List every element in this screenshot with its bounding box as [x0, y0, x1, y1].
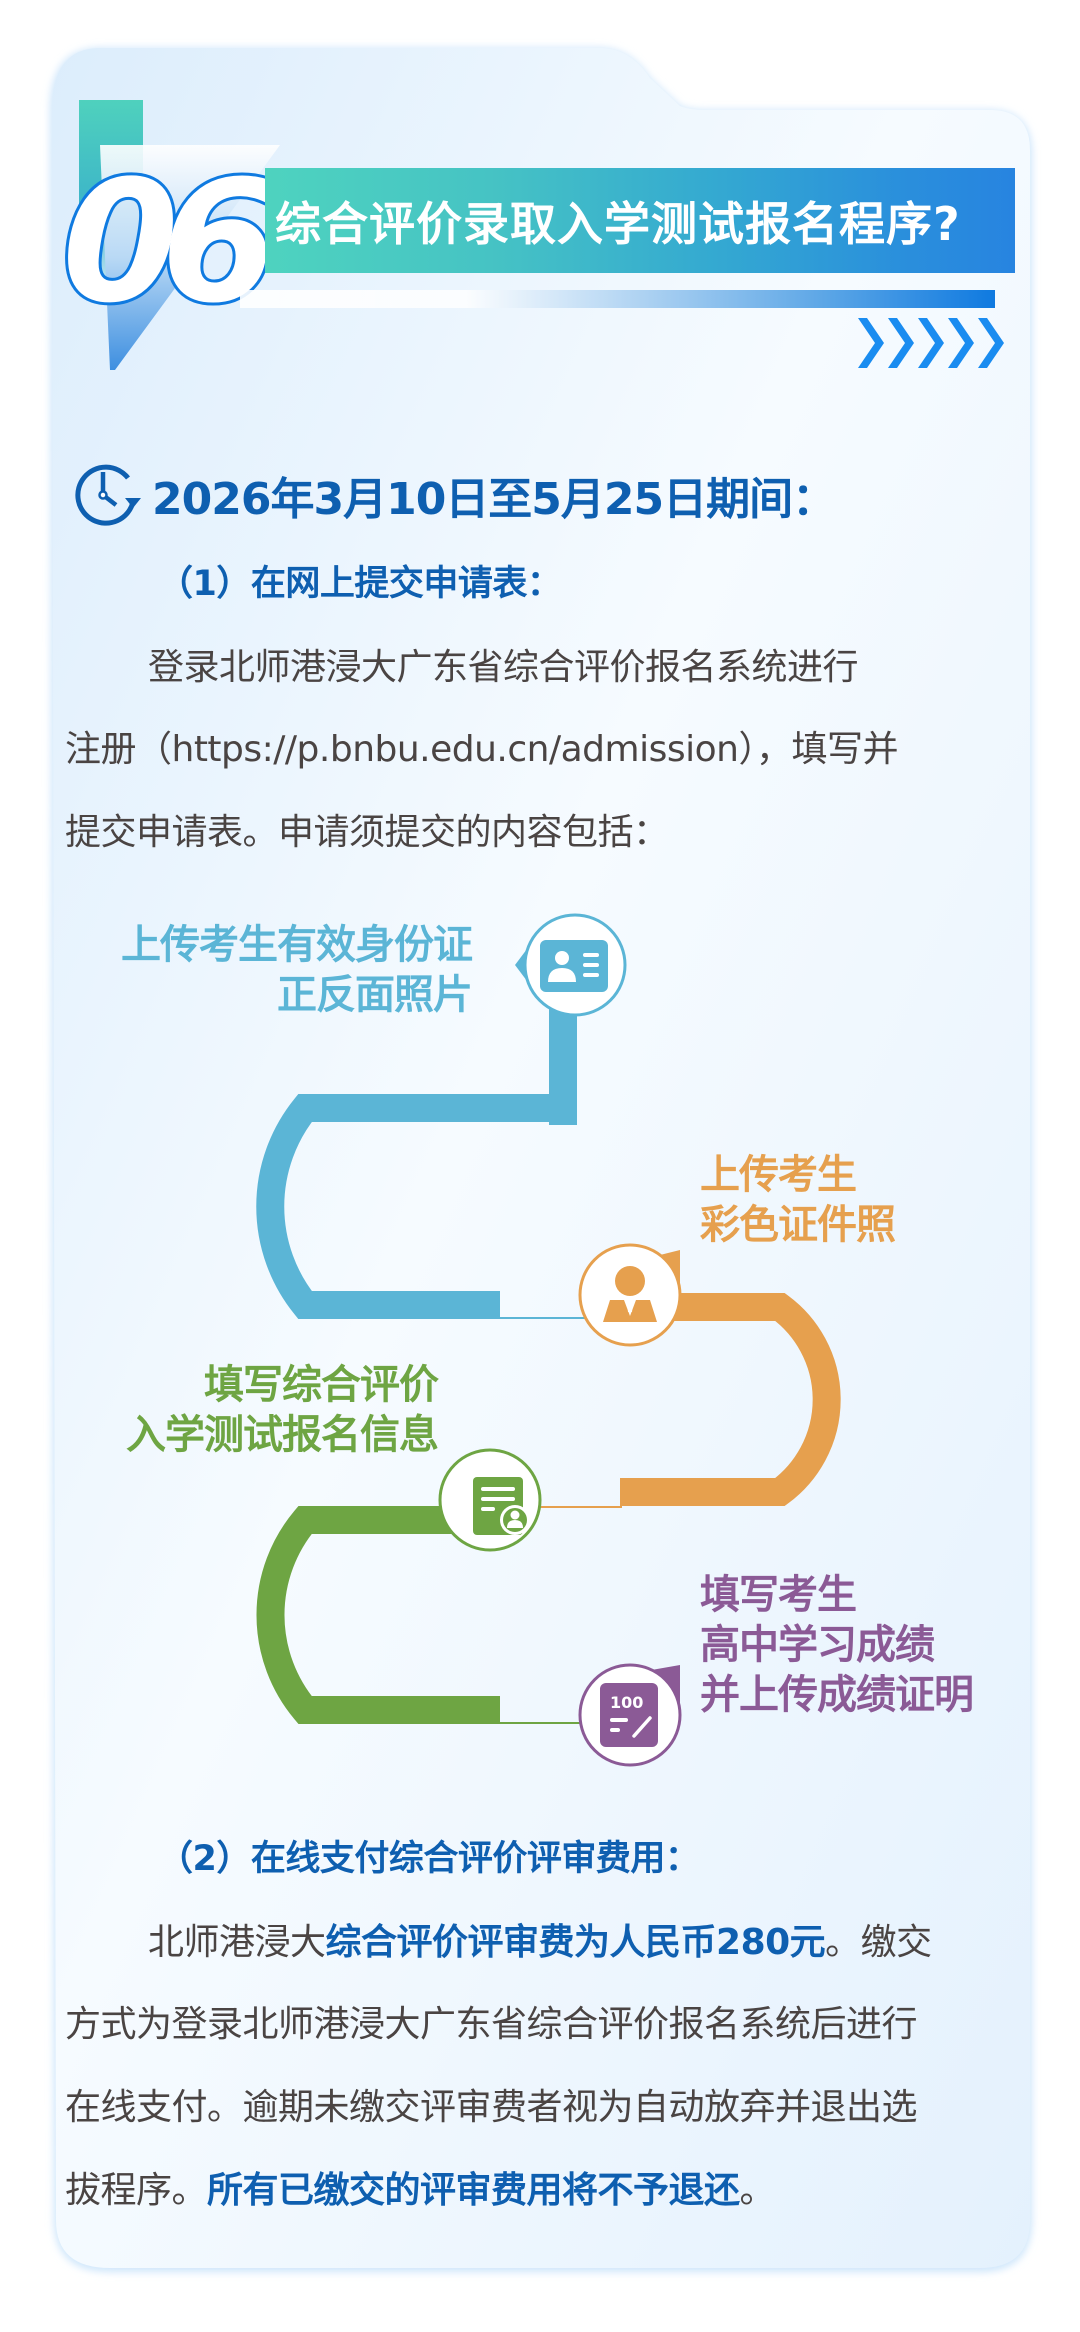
- fee-amount-highlight: 综合评价评审费为人民币280元: [325, 1922, 826, 1963]
- step3-node: [438, 1448, 542, 1552]
- step4-node: 100: [578, 1663, 682, 1767]
- date-heading: 2026年3月10日至5月25日期间：: [70, 458, 836, 532]
- paragraph-line: 提交申请表。申请须提交的内容包括：: [65, 812, 669, 853]
- title-underline-gradient: [240, 290, 995, 308]
- no-refund-highlight: 所有已缴交的评审费用将不予退还: [207, 2170, 740, 2211]
- step1-label: 上传考生有效身份证 正反面照片: [121, 920, 473, 1020]
- step1-label-line: 正反面照片: [277, 972, 473, 1018]
- refund-text-post: 。: [739, 2170, 776, 2211]
- date-range-text: 2026年3月10日至5月25日期间：: [152, 474, 836, 525]
- refund-text-pre: 拔程序。: [65, 2170, 208, 2211]
- step2-label: 上传考生 彩色证件照: [700, 1150, 896, 1250]
- fee-text-post: 。缴交: [825, 1922, 932, 1963]
- step2-label-line: 彩色证件照: [700, 1202, 896, 1248]
- step2-node: [578, 1243, 682, 1347]
- title-banner: 综合评价录取入学测试报名程序?: [265, 168, 1015, 273]
- section-number-06: 06: [59, 150, 268, 320]
- application-steps-diagram: 100: [256, 913, 841, 1767]
- header-accent-triangle: [100, 145, 280, 370]
- person-portrait-icon: [603, 1266, 657, 1322]
- page-title: 综合评价录取入学测试报名程序?: [275, 196, 961, 251]
- step4-label-line: 并上传成绩证明: [700, 1672, 974, 1718]
- paragraph-line: 在线支付。逾期未缴交评审费者视为自动放弃并退出选: [65, 2087, 918, 2128]
- section1-heading: （1）在网上提交申请表：: [158, 564, 562, 604]
- step3-label: 填写综合评价 入学测试报名信息: [126, 1360, 439, 1460]
- score-sheet-icon: 100: [600, 1683, 658, 1747]
- chevron-right-icon: [858, 318, 1004, 368]
- paragraph-line: 登录北师港浸大广东省综合评价报名系统进行: [148, 647, 859, 688]
- paragraph-line-fee: 北师港浸大综合评价评审费为人民币280元。缴交: [148, 1913, 932, 1965]
- paragraph-line-refund: 拔程序。所有已缴交的评审费用将不予退还。: [65, 2161, 776, 2213]
- paragraph-line: 方式为登录北师港浸大广东省综合评价报名系统后进行: [65, 2004, 918, 2045]
- svg-text:06: 06: [62, 150, 268, 320]
- paragraph-line-url: 注册（https://p.bnbu.edu.cn/admission），填写并: [65, 729, 898, 770]
- step4-label: 填写考生 高中学习成绩 并上传成绩证明: [700, 1570, 974, 1720]
- step3-label-line: 填写综合评价: [204, 1362, 439, 1408]
- svg-text:100: 100: [610, 1693, 643, 1712]
- step4-label-line: 填写考生: [700, 1572, 857, 1618]
- fee-text-pre: 北师港浸大: [148, 1922, 326, 1963]
- clock-icon: [75, 464, 141, 526]
- step1-label-line: 上传考生有效身份证: [121, 922, 473, 968]
- step2-label-line: 上传考生: [700, 1152, 857, 1198]
- step3-label-line: 入学测试报名信息: [126, 1412, 439, 1458]
- step4-label-line: 高中学习成绩: [700, 1622, 935, 1668]
- step1-node: [515, 913, 627, 1017]
- form-user-icon: [473, 1477, 530, 1535]
- section2-heading: （2）在线支付综合评价评审费用：: [158, 1839, 700, 1879]
